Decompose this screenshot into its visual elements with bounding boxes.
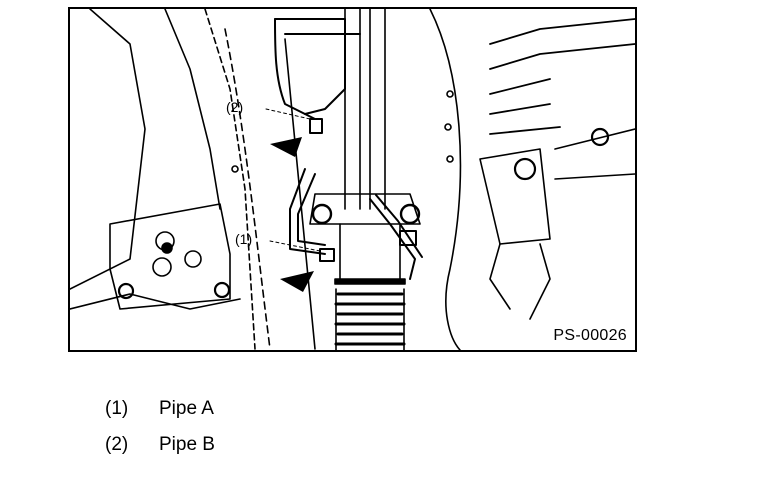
callout-leader	[265, 108, 311, 120]
diagram-figure: (2) (1) PS-00026	[68, 7, 637, 352]
legend-item: (2) Pipe B	[105, 434, 215, 470]
pipe-a-fitting	[319, 248, 335, 262]
steering-boot	[334, 292, 406, 346]
nut	[117, 282, 135, 300]
legend-number: (2)	[105, 434, 129, 455]
steering-column-inner	[359, 9, 371, 210]
control-arm	[554, 128, 635, 180]
rivet	[444, 123, 452, 131]
pipe-b-fitting	[309, 118, 323, 134]
bolt-hole	[184, 250, 202, 268]
tie-rod-boot	[489, 243, 551, 320]
pipe-b	[274, 18, 316, 120]
legend-label: Pipe B	[159, 434, 215, 455]
crossmember	[109, 203, 231, 310]
knuckle-nut	[513, 157, 537, 181]
legend-number: (1)	[105, 398, 129, 419]
callout-leader	[269, 240, 321, 252]
steering-gearbox-illustration	[70, 9, 635, 350]
figure-code: PS-00026	[553, 327, 627, 344]
body-panel-outline	[204, 9, 256, 350]
gearbox-flange	[309, 193, 421, 225]
steering-column	[344, 9, 386, 210]
callout-pipe-b: (2)	[226, 99, 244, 115]
pipe-b	[274, 18, 361, 115]
rivet	[231, 165, 239, 173]
rivet	[446, 90, 454, 98]
knuckle-body	[479, 148, 551, 245]
mounting-bolt	[399, 203, 421, 225]
wheel-well-line	[284, 38, 316, 350]
mounting-bolt	[311, 203, 333, 225]
pipe-fitting	[399, 230, 417, 246]
steering-boot	[335, 288, 405, 350]
arrow-marker	[280, 271, 314, 292]
rivet	[446, 155, 454, 163]
bolt-hole	[152, 257, 172, 277]
body-panel-outline	[70, 293, 241, 310]
callout-pipe-a: (1)	[235, 231, 253, 247]
wheel-well-line	[224, 28, 271, 350]
pipe-a	[289, 168, 326, 255]
legend: (1) Pipe A (2) Pipe B	[105, 398, 215, 470]
body-panel-outline	[164, 9, 221, 210]
knuckle-nut	[590, 127, 610, 147]
tire-tread	[489, 18, 635, 135]
nut	[161, 242, 173, 254]
legend-item: (1) Pipe A	[105, 398, 215, 434]
body-panel-outline	[70, 9, 146, 290]
gearbox-housing	[339, 223, 401, 280]
boot-collar	[334, 278, 406, 285]
knuckle-outline	[429, 9, 462, 350]
nut	[213, 281, 231, 299]
legend-label: Pipe A	[159, 398, 214, 419]
arrow-marker	[270, 137, 302, 157]
